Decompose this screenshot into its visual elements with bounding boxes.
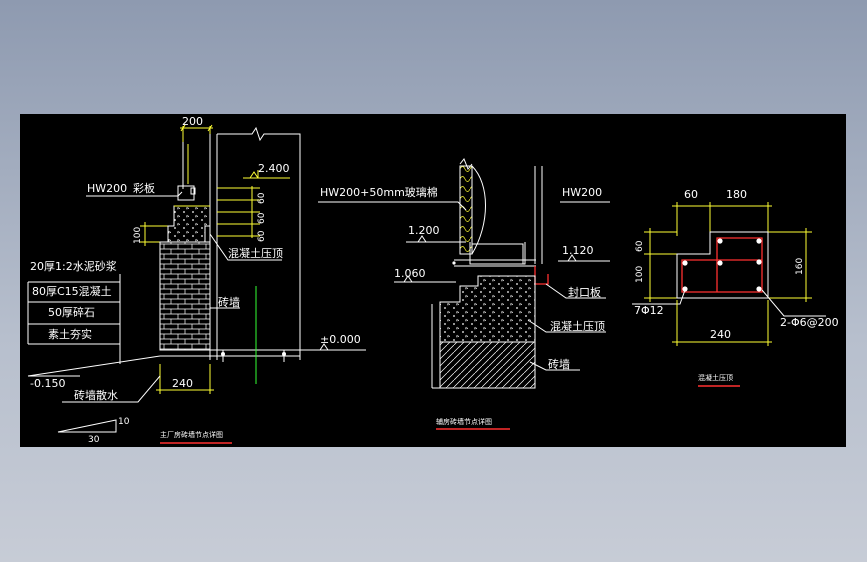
d2-level-1120: 1.120 bbox=[562, 244, 594, 257]
d2-label-hw-glass: HW200+50mm玻璃棉 bbox=[320, 185, 438, 199]
d3-dim-180: 180 bbox=[726, 188, 747, 201]
d2-caption: 辅房砖墙节点详图 bbox=[436, 417, 492, 426]
d1-label-layer2: 50厚碎石 bbox=[48, 305, 95, 319]
d2-label-brick-wall: 砖墙 bbox=[548, 357, 570, 371]
d1-label-concrete-cap: 混凝土压顶 bbox=[228, 246, 283, 260]
d3-dim-v160: 160 bbox=[795, 258, 805, 275]
d1-dim-240: 240 bbox=[172, 377, 193, 390]
d2-label-seal-plate: 封口板 bbox=[568, 285, 601, 299]
cad-drawing: 200 2.400 HW200 彩板 60 60 60 100 混凝土压顶 bbox=[27, 115, 839, 445]
d1-dim-100: 100 bbox=[133, 227, 143, 244]
d1-dim-60b: 60 bbox=[257, 212, 267, 224]
d2-level-1060: 1.060 bbox=[394, 267, 426, 280]
d1-label-hw200: HW200 bbox=[87, 182, 127, 195]
d1-dim-200: 200 bbox=[182, 115, 203, 128]
d3-dim-v100: 100 bbox=[635, 266, 645, 283]
d1-dim-60a: 60 bbox=[257, 192, 267, 204]
cad-drawing-canvas: 200 2.400 HW200 彩板 60 60 60 100 混凝土压顶 bbox=[20, 114, 846, 447]
d1-level-zero: ±0.000 bbox=[320, 333, 361, 346]
d1-label-mortar: 20厚1:2水泥砂浆 bbox=[30, 259, 117, 273]
detail-1: 200 2.400 HW200 彩板 60 60 60 100 混凝土压顶 bbox=[27, 115, 366, 445]
d1-slope-30: 30 bbox=[88, 435, 100, 445]
d2-label-concrete-cap: 混凝土压顶 bbox=[550, 319, 605, 333]
d1-label-apron: 砖墙散水 bbox=[74, 388, 118, 402]
d3-dim-240: 240 bbox=[710, 328, 731, 341]
d3-label-rebar-main: 7Φ12 bbox=[634, 304, 664, 317]
d1-caption: 主厂房砖墙节点详图 bbox=[160, 430, 223, 439]
detail-3: 60 180 60 100 160 7Φ12 2-Φ6@200 240 混凝土压… bbox=[632, 188, 839, 387]
d3-label-rebar-stirrup: 2-Φ6@200 bbox=[780, 316, 839, 329]
d2-label-hw200: HW200 bbox=[562, 186, 602, 199]
d1-slope-10: 10 bbox=[118, 417, 130, 427]
detail-2: HW200+50mm玻璃棉 HW200 1.200 1.120 1.060 封口… bbox=[318, 158, 610, 430]
d3-dim-v60: 60 bbox=[635, 240, 645, 252]
d1-dim-60c: 60 bbox=[257, 230, 267, 242]
d1-label-brick-wall: 砖墙 bbox=[218, 295, 240, 309]
d1-label-layer1: 80厚C15混凝土 bbox=[32, 284, 112, 298]
d1-label-color-sheet: 彩板 bbox=[133, 181, 155, 195]
d3-caption: 混凝土压顶 bbox=[698, 373, 733, 382]
d1-label-layer3: 素土夯实 bbox=[48, 327, 92, 341]
d3-dim-60: 60 bbox=[684, 188, 698, 201]
d1-level-2400: 2.400 bbox=[258, 162, 290, 175]
d2-level-1200: 1.200 bbox=[408, 224, 440, 237]
d1-level-neg: -0.150 bbox=[30, 377, 65, 390]
